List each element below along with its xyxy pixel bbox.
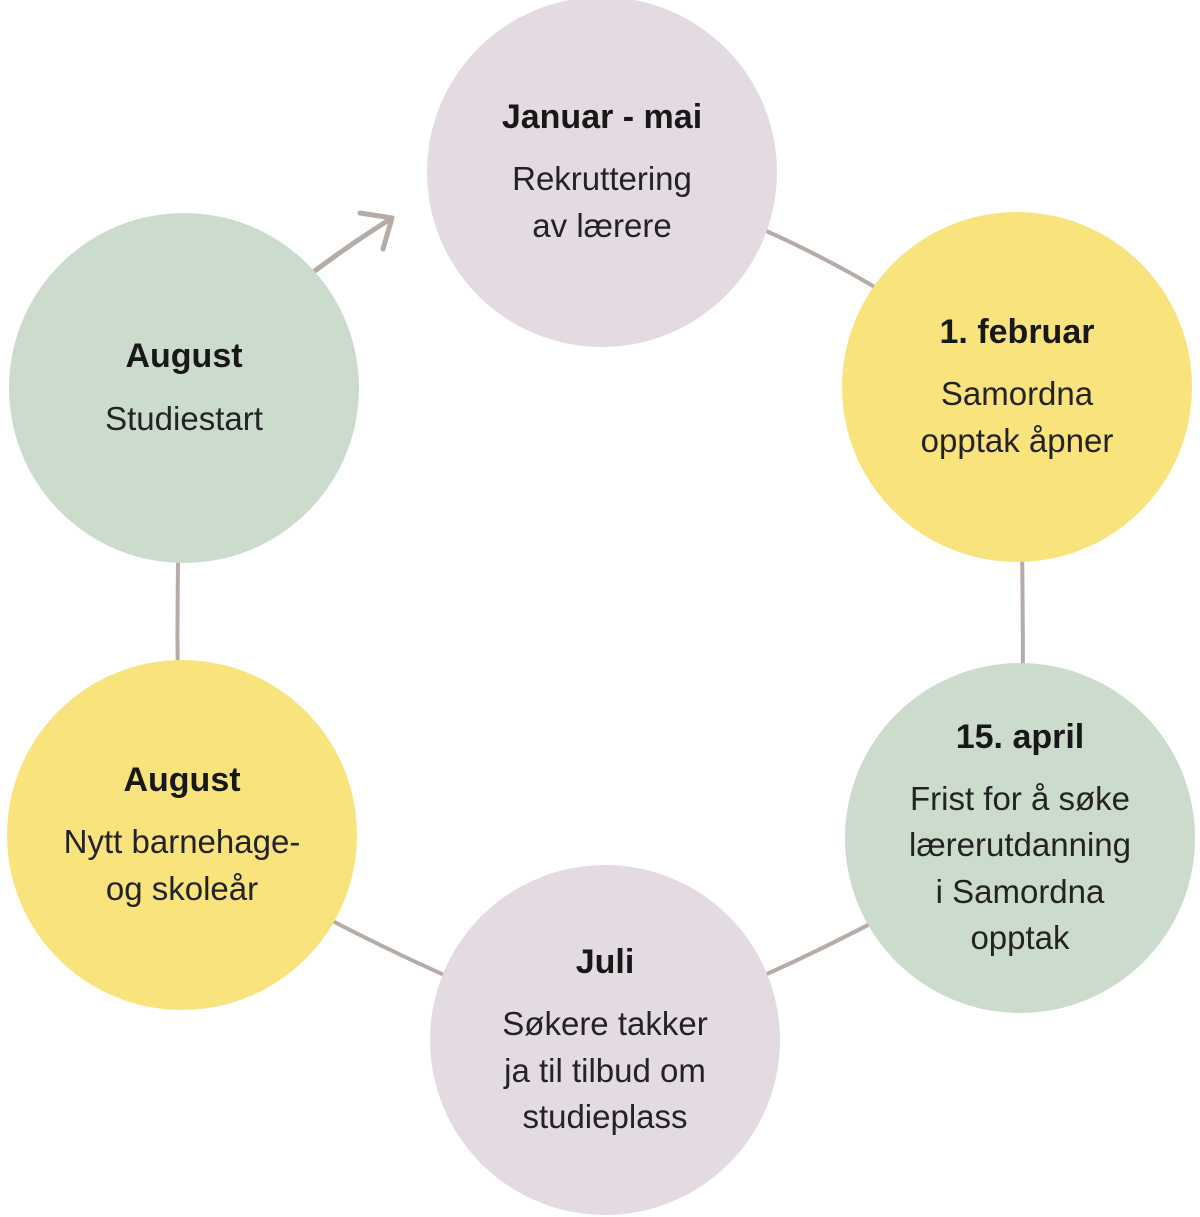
step-heading: August — [123, 761, 241, 800]
step-body: Frist for å søke lærerutdanning i Samord… — [909, 780, 1131, 956]
step-body: Rekruttering av lærere — [512, 160, 692, 244]
cycle-step-januar-mai: Januar - mai Rekruttering av lærere — [427, 0, 777, 347]
step-heading: 1. februar — [939, 313, 1095, 352]
step-heading: Januar - mai — [501, 98, 703, 137]
step-heading: 15. april — [955, 718, 1085, 757]
arrow-up-right-icon — [357, 210, 395, 252]
step-body: Nytt barnehage- og skoleår — [63, 823, 301, 907]
cycle-step-juli: Juli Søkere takker ja til tilbud om stud… — [430, 865, 780, 1215]
cycle-step-1-februar: 1. februar Samordna opptak åpner — [842, 212, 1192, 562]
step-body: Søkere takker ja til tilbud om studiepla… — [502, 1005, 708, 1135]
step-body: Studiestart — [105, 399, 263, 437]
step-body: Samordna opptak åpner — [920, 375, 1114, 459]
step-heading: Juli — [575, 943, 635, 982]
step-heading: August — [125, 337, 243, 376]
cycle-step-august-skolestart: August Nytt barnehage- og skoleår — [7, 660, 357, 1010]
cycle-step-15-april: 15. april Frist for å søke lærerutdannin… — [845, 663, 1195, 1013]
cycle-step-august-studiestart: August Studiestart — [9, 213, 359, 563]
